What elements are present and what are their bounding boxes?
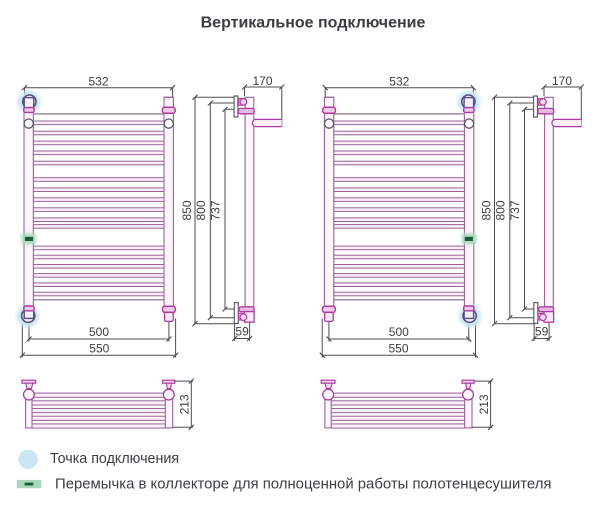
svg-text:850: 850 bbox=[180, 200, 194, 220]
svg-text:532: 532 bbox=[389, 75, 409, 89]
svg-text:550: 550 bbox=[89, 342, 109, 356]
svg-text:59: 59 bbox=[535, 325, 549, 339]
svg-text:850: 850 bbox=[480, 200, 494, 220]
svg-text:213: 213 bbox=[477, 394, 491, 414]
svg-text:59: 59 bbox=[235, 325, 249, 339]
svg-text:737: 737 bbox=[208, 200, 222, 220]
svg-text:500: 500 bbox=[389, 325, 409, 339]
svg-text:170: 170 bbox=[252, 74, 272, 88]
svg-text:170: 170 bbox=[552, 74, 572, 88]
svg-text:Точка подключения: Точка подключения bbox=[50, 451, 179, 467]
svg-text:213: 213 bbox=[178, 394, 192, 414]
svg-text:Перемычка в коллекторе для пол: Перемычка в коллекторе для полноценной р… bbox=[55, 477, 551, 493]
svg-text:532: 532 bbox=[88, 75, 108, 89]
svg-text:800: 800 bbox=[194, 200, 208, 220]
svg-text:500: 500 bbox=[89, 325, 109, 339]
svg-text:Вертикальное подключение: Вертикальное подключение bbox=[201, 15, 426, 32]
svg-text:737: 737 bbox=[508, 200, 522, 220]
svg-text:800: 800 bbox=[493, 200, 507, 220]
svg-text:550: 550 bbox=[388, 342, 408, 356]
